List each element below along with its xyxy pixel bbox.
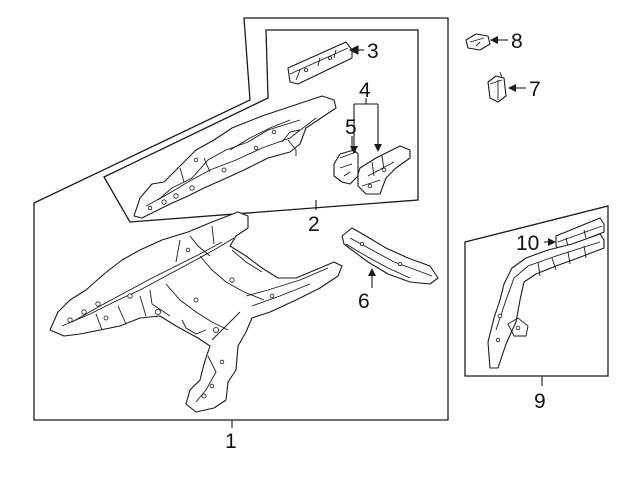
arrow-head-10 — [548, 238, 556, 246]
callout-6: 6 — [358, 290, 370, 313]
arrow-head-3 — [349, 45, 359, 55]
reinforcement-part[interactable] — [287, 41, 353, 85]
callout-7: 7 — [529, 78, 541, 101]
callout-2: 2 — [308, 213, 320, 236]
clip-part[interactable] — [465, 33, 491, 51]
callout-5: 5 — [345, 116, 357, 139]
retainer-part[interactable] — [487, 71, 507, 103]
arrow-head-4b — [374, 144, 382, 152]
callout-9: 9 — [534, 390, 546, 413]
leader-line-4 — [353, 98, 379, 152]
callout-1: 1 — [225, 430, 237, 453]
crossmember-part[interactable] — [341, 227, 439, 285]
callout-8: 8 — [511, 30, 523, 53]
callout-3: 3 — [367, 40, 379, 63]
rear-frame-part[interactable] — [49, 211, 343, 413]
frame-extension-part[interactable] — [487, 233, 605, 369]
arrow-head-7 — [508, 84, 516, 92]
rear-rail-part[interactable] — [133, 95, 337, 219]
arrow-head-8 — [490, 36, 498, 44]
extension-reinforcement-part[interactable] — [555, 217, 605, 251]
callout-10: 10 — [516, 232, 539, 255]
callout-4: 4 — [359, 79, 371, 102]
arrow-head-6 — [368, 268, 376, 276]
bracket-assembly-part[interactable] — [357, 145, 411, 195]
